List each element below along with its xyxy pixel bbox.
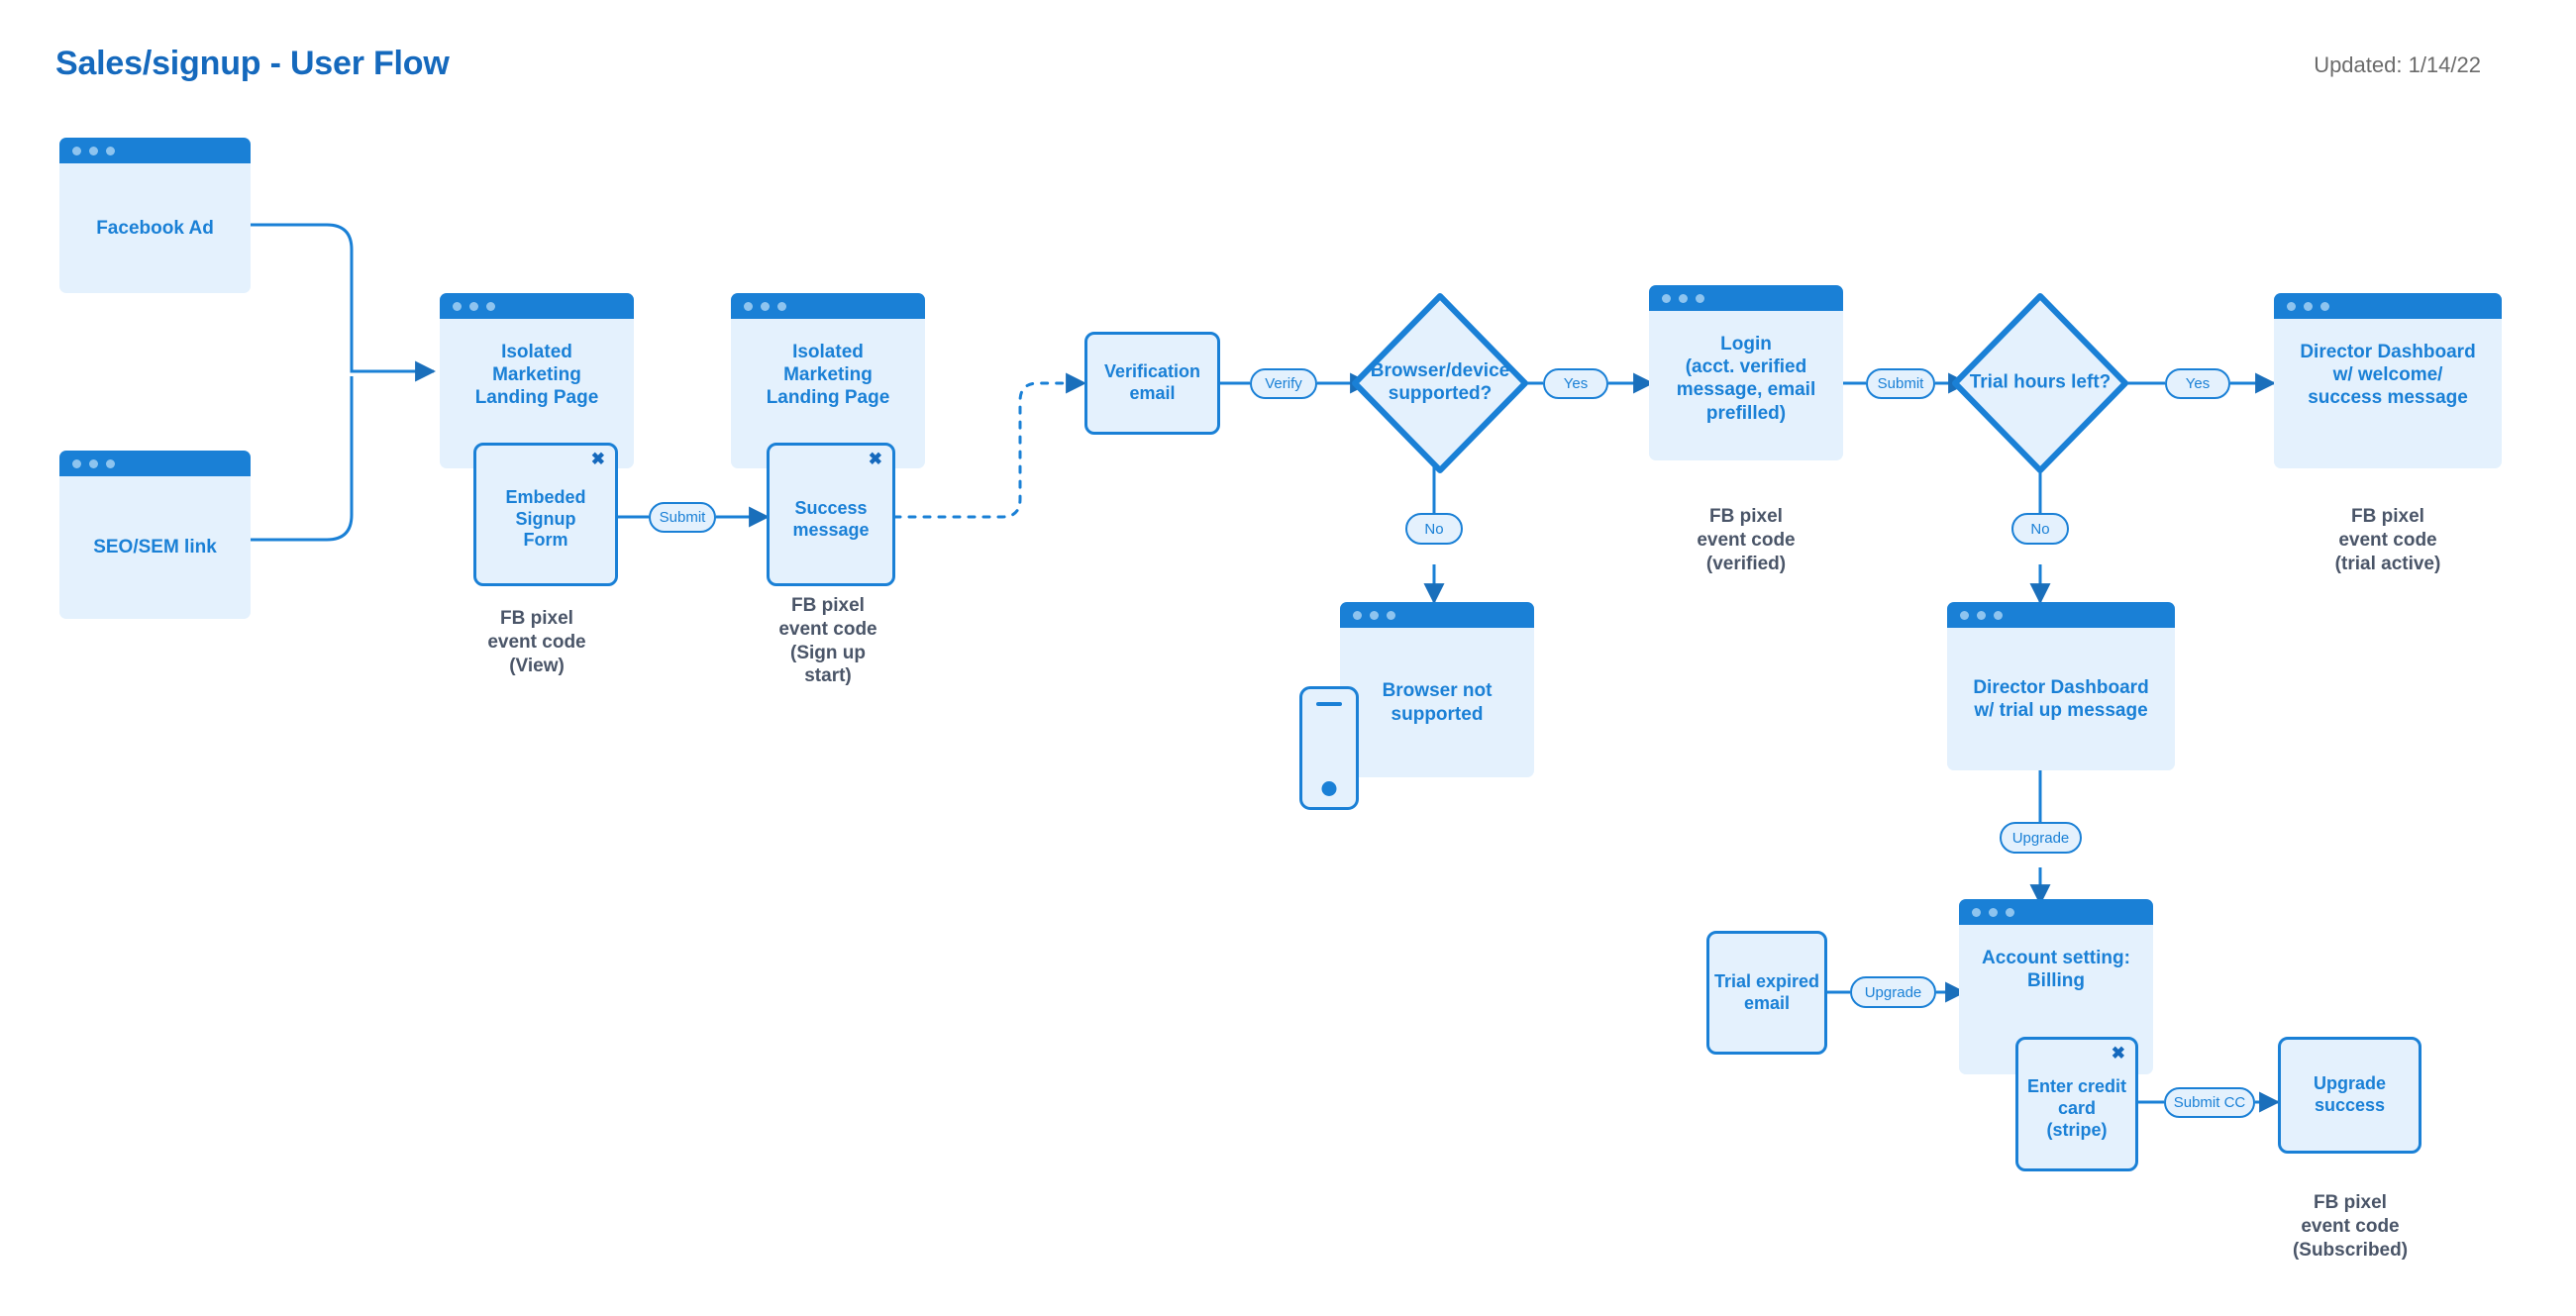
edge-label-no-browser: No	[1405, 513, 1463, 545]
caption-login: FB pixel event code (verified)	[1697, 506, 1796, 574]
window-controls-icon	[440, 293, 634, 319]
diamond-shape	[1352, 293, 1528, 473]
close-icon[interactable]: ✖	[590, 450, 605, 468]
edge-label-verify: Verify	[1250, 368, 1317, 399]
node-facebook-ad-label: Facebook Ad	[96, 217, 214, 239]
node-trial-hours-label: Trial hours left?	[1969, 371, 2112, 393]
window-controls-icon	[731, 293, 925, 319]
caption-upgrade-success: FB pixel event code (Subscribed)	[2292, 1192, 2409, 1261]
mobile-phone-icon	[1299, 686, 1359, 810]
close-icon[interactable]: ✖	[868, 450, 882, 468]
window-controls-icon	[1649, 285, 1843, 311]
window-controls-icon	[2274, 293, 2502, 319]
edge-label-submit-login: Submit	[1866, 368, 1935, 399]
node-facebook-ad[interactable]: Facebook Ad	[59, 138, 251, 293]
node-seo-sem-link[interactable]: SEO/SEM link	[59, 451, 251, 619]
edge-label-submit-cc: Submit CC	[2164, 1087, 2255, 1118]
window-controls-icon	[59, 138, 251, 163]
node-account-billing-label: Account setting:Billing	[1982, 948, 2130, 992]
edge-label-no-trial: No	[2011, 513, 2069, 545]
updated-timestamp: Updated: 1/14/22	[2314, 52, 2481, 77]
window-controls-icon	[59, 451, 251, 476]
window-controls-icon	[1947, 602, 2175, 628]
edge-label-submit-signup: Submit	[649, 502, 716, 533]
edge-label-upgrade-email: Upgrade	[1850, 976, 1936, 1008]
caption-dashboard-welcome: FB pixel event code (trial active)	[2334, 506, 2441, 574]
close-icon[interactable]: ✖	[2111, 1044, 2125, 1063]
page-title: Sales/signup - User Flow	[55, 45, 450, 82]
diamond-shape	[1952, 293, 2128, 473]
edge-label-upgrade-dashboard: Upgrade	[2000, 822, 2082, 854]
edge-label-yes-browser: Yes	[1543, 368, 1608, 399]
edge-label-yes-trial: Yes	[2165, 368, 2230, 399]
node-seo-sem-link-label: SEO/SEM link	[93, 537, 217, 558]
caption-landing-page-1: FB pixel event code (View)	[487, 608, 586, 676]
caption-landing-page-2: FB pixel event code (Sign up start)	[778, 595, 877, 687]
node-trial-hours-decision[interactable]: Trial hours left?	[1947, 288, 2133, 478]
window-controls-icon	[1340, 602, 1534, 628]
window-controls-icon	[1959, 899, 2153, 925]
